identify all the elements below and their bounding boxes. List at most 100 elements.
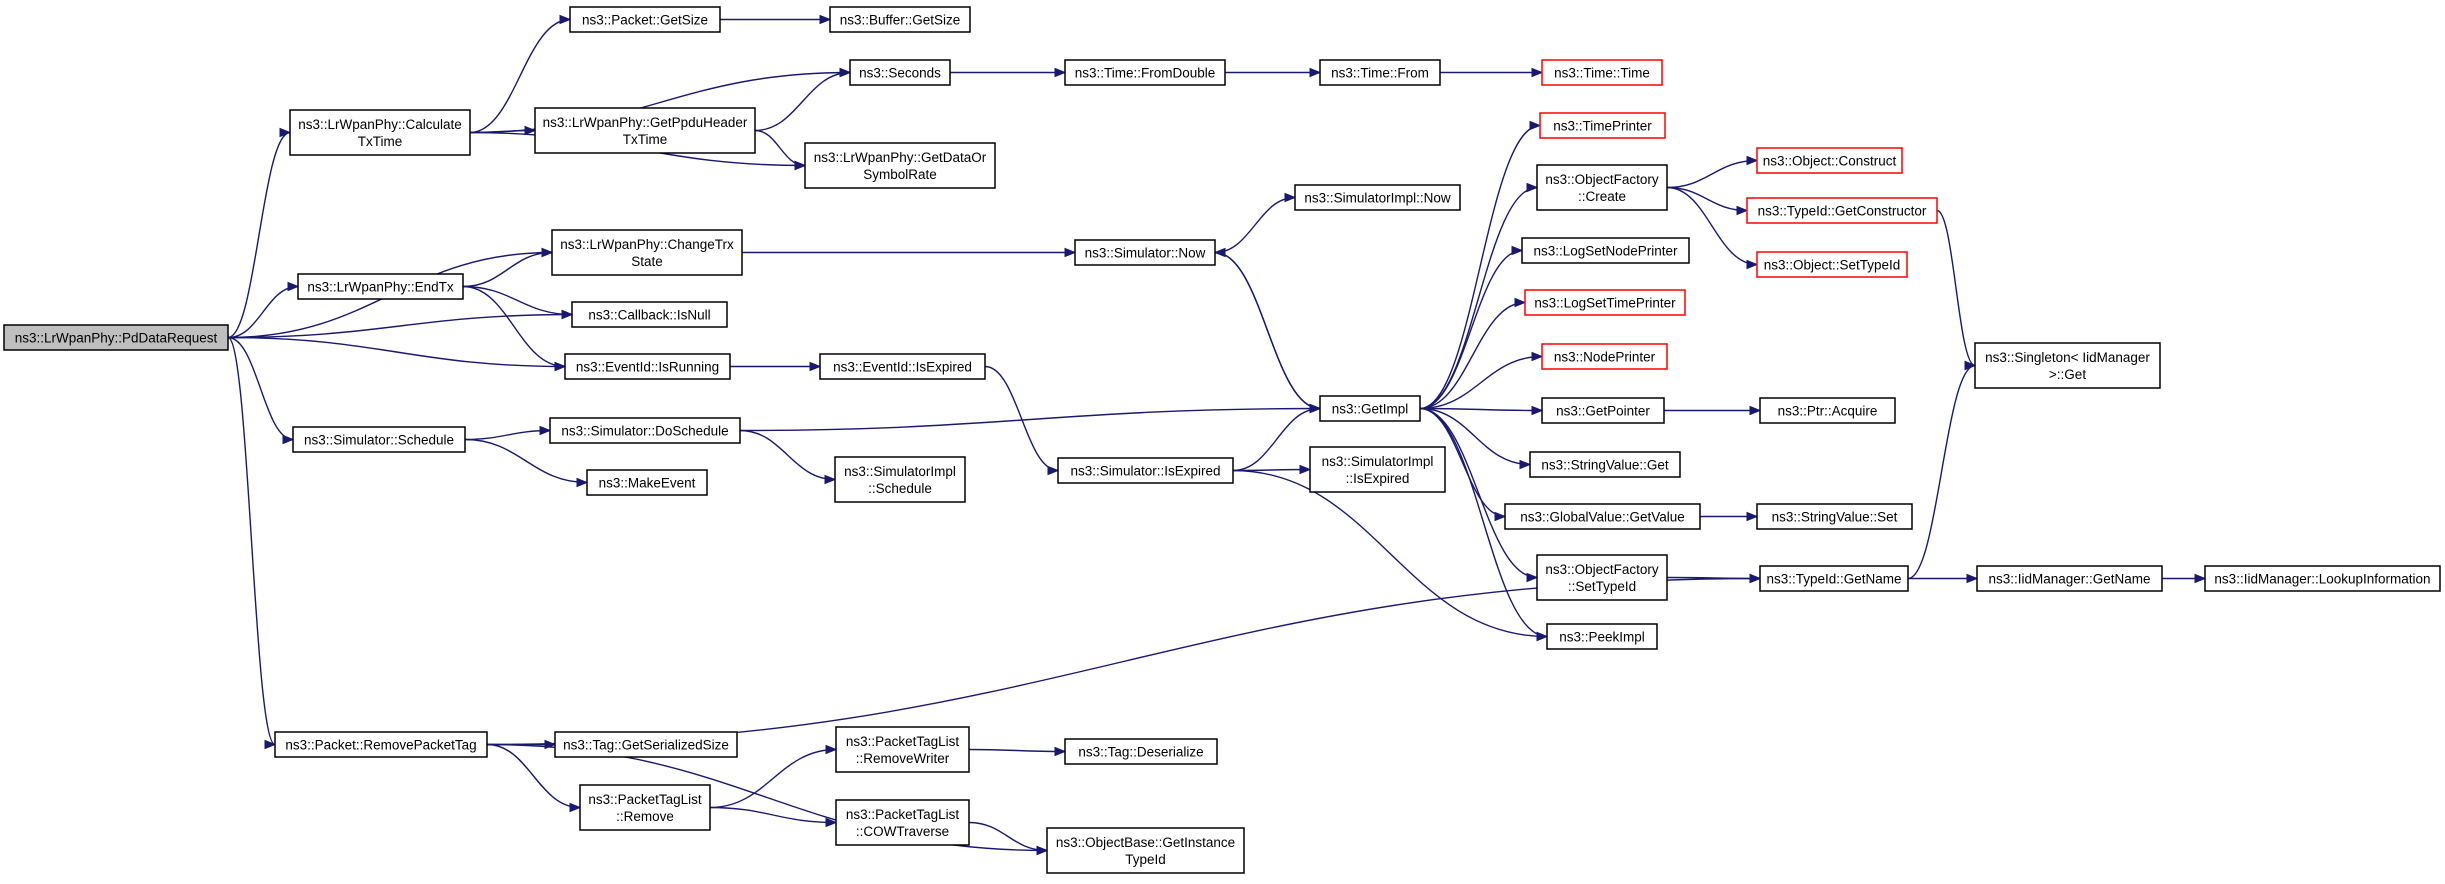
node-ns3-getpointer[interactable]: ns3::GetPointer bbox=[1541, 397, 1665, 424]
node-ns3-objectfactory-create[interactable]: ns3::ObjectFactory::Create bbox=[1536, 164, 1668, 211]
node-box[interactable] bbox=[1074, 239, 1216, 266]
node-box[interactable] bbox=[289, 109, 471, 156]
node-ns3-ptr-acquire[interactable]: ns3::Ptr::Acquire bbox=[1759, 397, 1896, 424]
node-box[interactable] bbox=[1759, 565, 1909, 592]
node-box[interactable] bbox=[1541, 343, 1668, 370]
node-box[interactable] bbox=[1529, 451, 1681, 478]
node-box[interactable] bbox=[1539, 112, 1666, 139]
node-box[interactable] bbox=[1319, 395, 1421, 422]
node-box[interactable] bbox=[1746, 197, 1938, 224]
node-ns3-simulator-doschedule[interactable]: ns3::Simulator::DoSchedule bbox=[549, 417, 741, 444]
node-ns3-objectfactory-settypeid[interactable]: ns3::ObjectFactory::SetTypeId bbox=[1536, 554, 1668, 601]
node-ns3-simulatorimpl-isexpired[interactable]: ns3::SimulatorImpl::IsExpired bbox=[1309, 446, 1446, 493]
node-ns3-eventid-isexpired[interactable]: ns3::EventId::IsExpired bbox=[819, 353, 986, 380]
node-box[interactable] bbox=[1309, 446, 1446, 493]
node-box[interactable] bbox=[1974, 342, 2161, 389]
node-ns3-object-construct[interactable]: ns3::Object::Construct bbox=[1756, 147, 1903, 174]
node-ns3-simulatorimpl-schedule[interactable]: ns3::SimulatorImpl::Schedule bbox=[834, 456, 966, 503]
node-ns3-packet-getsize[interactable]: ns3::Packet::GetSize bbox=[569, 6, 721, 33]
node-box[interactable] bbox=[1536, 554, 1668, 601]
node-box[interactable] bbox=[1064, 59, 1226, 86]
node-ns3-simulator-isexpired[interactable]: ns3::Simulator::IsExpired bbox=[1057, 457, 1234, 484]
node-box[interactable] bbox=[1524, 289, 1686, 316]
node-box[interactable] bbox=[586, 469, 708, 496]
node-ns3-callback-isnull[interactable]: ns3::Callback::IsNull bbox=[571, 301, 728, 328]
node-box[interactable] bbox=[551, 229, 743, 276]
node-ns3-iidmanager-getname[interactable]: ns3::IidManager::GetName bbox=[1976, 565, 2163, 592]
node-box[interactable] bbox=[3, 324, 229, 351]
node-box[interactable] bbox=[1057, 457, 1234, 484]
node-box[interactable] bbox=[834, 456, 966, 503]
node-box[interactable] bbox=[1294, 184, 1461, 211]
node-ns3-stringvalue-get[interactable]: ns3::StringValue::Get bbox=[1529, 451, 1681, 478]
node-box[interactable] bbox=[1319, 59, 1441, 86]
node-ns3-timeprinter[interactable]: ns3::TimePrinter bbox=[1539, 112, 1666, 139]
node-ns3-getimpl[interactable]: ns3::GetImpl bbox=[1319, 395, 1421, 422]
node-box[interactable] bbox=[1541, 397, 1665, 424]
node-box[interactable] bbox=[1536, 164, 1668, 211]
node-box[interactable] bbox=[274, 731, 488, 758]
node-box[interactable] bbox=[849, 59, 951, 86]
node-box[interactable] bbox=[1546, 623, 1658, 650]
node-ns3-time-from[interactable]: ns3::Time::From bbox=[1319, 59, 1441, 86]
node-ns3-logsetnodeprinter[interactable]: ns3::LogSetNodePrinter bbox=[1521, 237, 1690, 264]
node-ns3-packettaglist-cowtraverse[interactable]: ns3::PacketTagList::COWTraverse bbox=[835, 799, 970, 846]
node-ns3-singleton-iidmanager-get[interactable]: ns3::Singleton< IidManager>::Get bbox=[1974, 342, 2161, 389]
node-ns3-buffer-getsize[interactable]: ns3::Buffer::GetSize bbox=[829, 6, 971, 33]
node-ns3-nodeprinter[interactable]: ns3::NodePrinter bbox=[1541, 343, 1668, 370]
node-box[interactable] bbox=[569, 6, 721, 33]
node-ns3-packettaglist-removewriter[interactable]: ns3::PacketTagList::RemoveWriter bbox=[835, 726, 970, 773]
node-ns3-peekimpl[interactable]: ns3::PeekImpl bbox=[1546, 623, 1658, 650]
node-ns3-seconds[interactable]: ns3::Seconds bbox=[849, 59, 951, 86]
node-box[interactable] bbox=[1759, 397, 1896, 424]
node-box[interactable] bbox=[804, 142, 996, 189]
node-box[interactable] bbox=[534, 107, 756, 154]
node-ns3-packettaglist-remove[interactable]: ns3::PacketTagList::Remove bbox=[579, 784, 711, 831]
node-box[interactable] bbox=[549, 417, 741, 444]
node-ns3-stringvalue-set[interactable]: ns3::StringValue::Set bbox=[1756, 503, 1913, 530]
node-box[interactable] bbox=[1756, 147, 1903, 174]
node-box[interactable] bbox=[2204, 565, 2441, 592]
node-box[interactable] bbox=[297, 273, 464, 300]
node-box[interactable] bbox=[579, 784, 711, 831]
node-box[interactable] bbox=[571, 301, 728, 328]
node-box[interactable] bbox=[1046, 827, 1245, 874]
node-ns3-typeid-getname[interactable]: ns3::TypeId::GetName bbox=[1759, 565, 1909, 592]
node-ns3-packet-removepackettag[interactable]: ns3::Packet::RemovePacketTag bbox=[274, 731, 488, 758]
node-ns3-makeevent[interactable]: ns3::MakeEvent bbox=[586, 469, 708, 496]
node-box[interactable] bbox=[292, 426, 466, 453]
node-ns3-simulatorimpl-now[interactable]: ns3::SimulatorImpl::Now bbox=[1294, 184, 1461, 211]
node-box[interactable] bbox=[819, 353, 986, 380]
node-box[interactable] bbox=[1504, 503, 1701, 530]
node-box[interactable] bbox=[1064, 738, 1218, 765]
node-box[interactable] bbox=[835, 799, 970, 846]
node-ns3-tag-getserializedsize[interactable]: ns3::Tag::GetSerializedSize bbox=[554, 731, 738, 758]
node-box[interactable] bbox=[829, 6, 971, 33]
node-ns3-tag-deserialize[interactable]: ns3::Tag::Deserialize bbox=[1064, 738, 1218, 765]
node-ns3-simulator-schedule[interactable]: ns3::Simulator::Schedule bbox=[292, 426, 466, 453]
node-box[interactable] bbox=[835, 726, 970, 773]
node-box[interactable] bbox=[1756, 251, 1908, 278]
node-ns3-typeid-getconstructor[interactable]: ns3::TypeId::GetConstructor bbox=[1746, 197, 1938, 224]
node-ns3-lrwpanphy-endtx[interactable]: ns3::LrWpanPhy::EndTx bbox=[297, 273, 464, 300]
node-ns3-lrwpanphy-pddatarequest[interactable]: ns3::LrWpanPhy::PdDataRequest bbox=[3, 324, 229, 351]
node-ns3-time-time[interactable]: ns3::Time::Time bbox=[1541, 59, 1663, 86]
node-ns3-iidmanager-lookupinformation[interactable]: ns3::IidManager::LookupInformation bbox=[2204, 565, 2441, 592]
node-box[interactable] bbox=[564, 353, 731, 380]
node-ns3-globalvalue-getvalue[interactable]: ns3::GlobalValue::GetValue bbox=[1504, 503, 1701, 530]
node-box[interactable] bbox=[1756, 503, 1913, 530]
node-box[interactable] bbox=[1976, 565, 2163, 592]
node-ns3-object-settypeid[interactable]: ns3::Object::SetTypeId bbox=[1756, 251, 1908, 278]
node-ns3-time-fromdouble[interactable]: ns3::Time::FromDouble bbox=[1064, 59, 1226, 86]
node-ns3-eventid-isrunning[interactable]: ns3::EventId::IsRunning bbox=[564, 353, 731, 380]
node-box[interactable] bbox=[554, 731, 738, 758]
node-ns3-simulator-now[interactable]: ns3::Simulator::Now bbox=[1074, 239, 1216, 266]
node-box[interactable] bbox=[1521, 237, 1690, 264]
node-ns3-logsettimeprinter[interactable]: ns3::LogSetTimePrinter bbox=[1524, 289, 1686, 316]
node-box[interactable] bbox=[1541, 59, 1663, 86]
